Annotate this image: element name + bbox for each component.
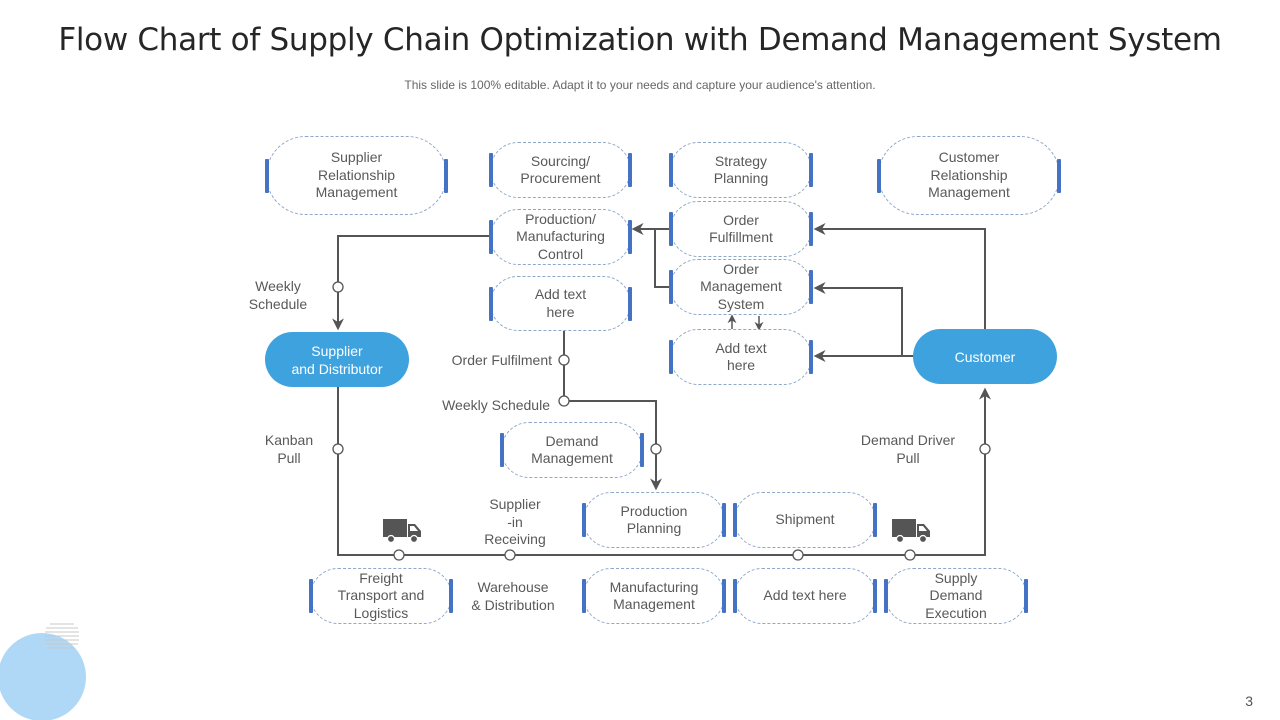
node-label: Order Fulfillment [709,211,773,246]
accent-bar [582,503,586,537]
node-label: Add text here [763,587,847,604]
node-dot-demand [650,443,662,455]
node-freight[interactable]: Freight Transport and Logistics [309,568,453,624]
accent-bar [1024,579,1028,613]
node-dot-order-fulfilment [558,354,570,366]
connector-production-to-supplier [332,235,490,331]
accent-bar [809,153,813,187]
node-manufacturing-management[interactable]: Manufacturing Management [582,568,726,624]
accent-bar [809,340,813,374]
node-add-text-3[interactable]: Add text here [733,568,877,624]
pill-label: Customer [954,348,1016,365]
accent-bar [722,503,726,537]
accent-bar [309,579,313,613]
label-supplier-in-receiving: Supplier -in Receiving [484,496,546,547]
connector-ordermgmt-to-production [654,229,670,288]
slide-subtitle: This slide is 100% editable. Adapt it to… [404,78,876,92]
node-label: Shipment [775,511,835,528]
node-label: Add text here [715,339,767,374]
pill-supplier-distributor[interactable]: Supplier and Distributor [265,332,409,387]
accent-bar [489,286,493,321]
accent-bar [628,286,632,321]
node-supply-demand-execution[interactable]: Supply Demand Execution [884,568,1028,624]
node-dot-demand-driver [979,443,991,455]
accent-bar [669,212,673,246]
node-label: Production Planning [620,502,688,537]
accent-bar [884,579,888,613]
label-weekly-schedule-left: Weekly Schedule [248,278,308,312]
node-dot-kanban [332,443,344,455]
accent-bar [669,270,673,304]
node-demand-management[interactable]: Demand Management [500,422,644,478]
slide-title: Flow Chart of Supply Chain Optimization … [58,22,1222,58]
node-label: Supply Demand Execution [925,569,987,621]
accent-bar [500,433,504,467]
node-label: Freight Transport and Logistics [337,569,425,621]
label-weekly-schedule-mid: Weekly Schedule [442,397,550,413]
node-customer-relationship[interactable]: Customer Relationship Management [877,136,1061,215]
node-shipment[interactable]: Shipment [733,492,877,548]
node-label: Manufacturing Management [609,578,699,613]
node-dot-freight [393,549,405,561]
node-dot-weekly-schedule [332,281,344,293]
accent-bar [489,153,493,187]
label-demand-driver-pull: Demand Driver Pull [860,432,956,466]
node-label: Customer Relationship Management [928,149,1010,201]
node-dot-weekly-mid [558,395,570,407]
truck-icon [383,519,421,544]
node-label: Supplier Relationship Management [315,149,398,201]
accent-bar [489,220,493,254]
node-label: Sourcing/ Procurement [520,152,601,187]
accent-bar [873,503,877,537]
accent-bar [640,433,644,467]
node-production-control[interactable]: Production/ Manufacturing Control [489,209,632,265]
accent-bar [722,579,726,613]
connector-bottom-loop [337,387,991,556]
accent-bar [265,158,269,193]
accent-bar [733,503,737,537]
label-order-fulfilment: Order Fulfilment [451,352,552,368]
decor-large-circle [0,633,86,720]
node-order-management[interactable]: Order Management System [669,259,813,315]
decorative-circles [0,623,86,720]
accent-bar [669,153,673,187]
node-sourcing[interactable]: Sourcing/ Procurement [489,142,632,198]
page-number: 3 [1245,693,1253,709]
decor-striped-circle [45,623,79,649]
accent-bar [809,270,813,304]
node-label: Order Management System [700,260,782,312]
node-order-fulfillment[interactable]: Order Fulfillment [669,201,813,257]
truck-icon [892,519,930,544]
connector-customer-to-ordermgmt [813,282,914,357]
connector-customer-to-orderfulfill [813,223,986,330]
accent-bar [809,212,813,246]
accent-bar [873,579,877,613]
accent-bar [877,158,881,193]
node-label: Demand Management [531,432,613,467]
accent-bar [444,158,448,193]
node-add-text-2[interactable]: Add text here [669,329,813,385]
node-label: Add text here [534,286,587,320]
label-kanban-pull: Kanban Pull [264,432,314,466]
pill-customer[interactable]: Customer [913,329,1057,384]
accent-bar [1057,158,1061,193]
node-label: Production/ Manufacturing Control [516,210,605,262]
accent-bar [733,579,737,613]
accent-bar [449,579,453,613]
accent-bar [669,340,673,374]
pill-label: Supplier and Distributor [291,342,383,377]
node-dot-supply [904,549,916,561]
accent-bar [628,153,632,187]
node-add-text-1[interactable]: Add text here [489,276,632,331]
accent-bar [582,579,586,613]
node-dot-shipment [792,549,804,561]
node-supplier-relationship[interactable]: Supplier Relationship Management [265,136,448,215]
label-warehouse-distribution: Warehouse & Distribution [471,579,555,613]
node-strategy[interactable]: Strategy Planning [669,142,813,198]
node-label: Strategy Planning [713,152,769,187]
accent-bar [628,220,632,254]
node-dot-receiving [504,549,516,561]
node-production-planning[interactable]: Production Planning [582,492,726,548]
